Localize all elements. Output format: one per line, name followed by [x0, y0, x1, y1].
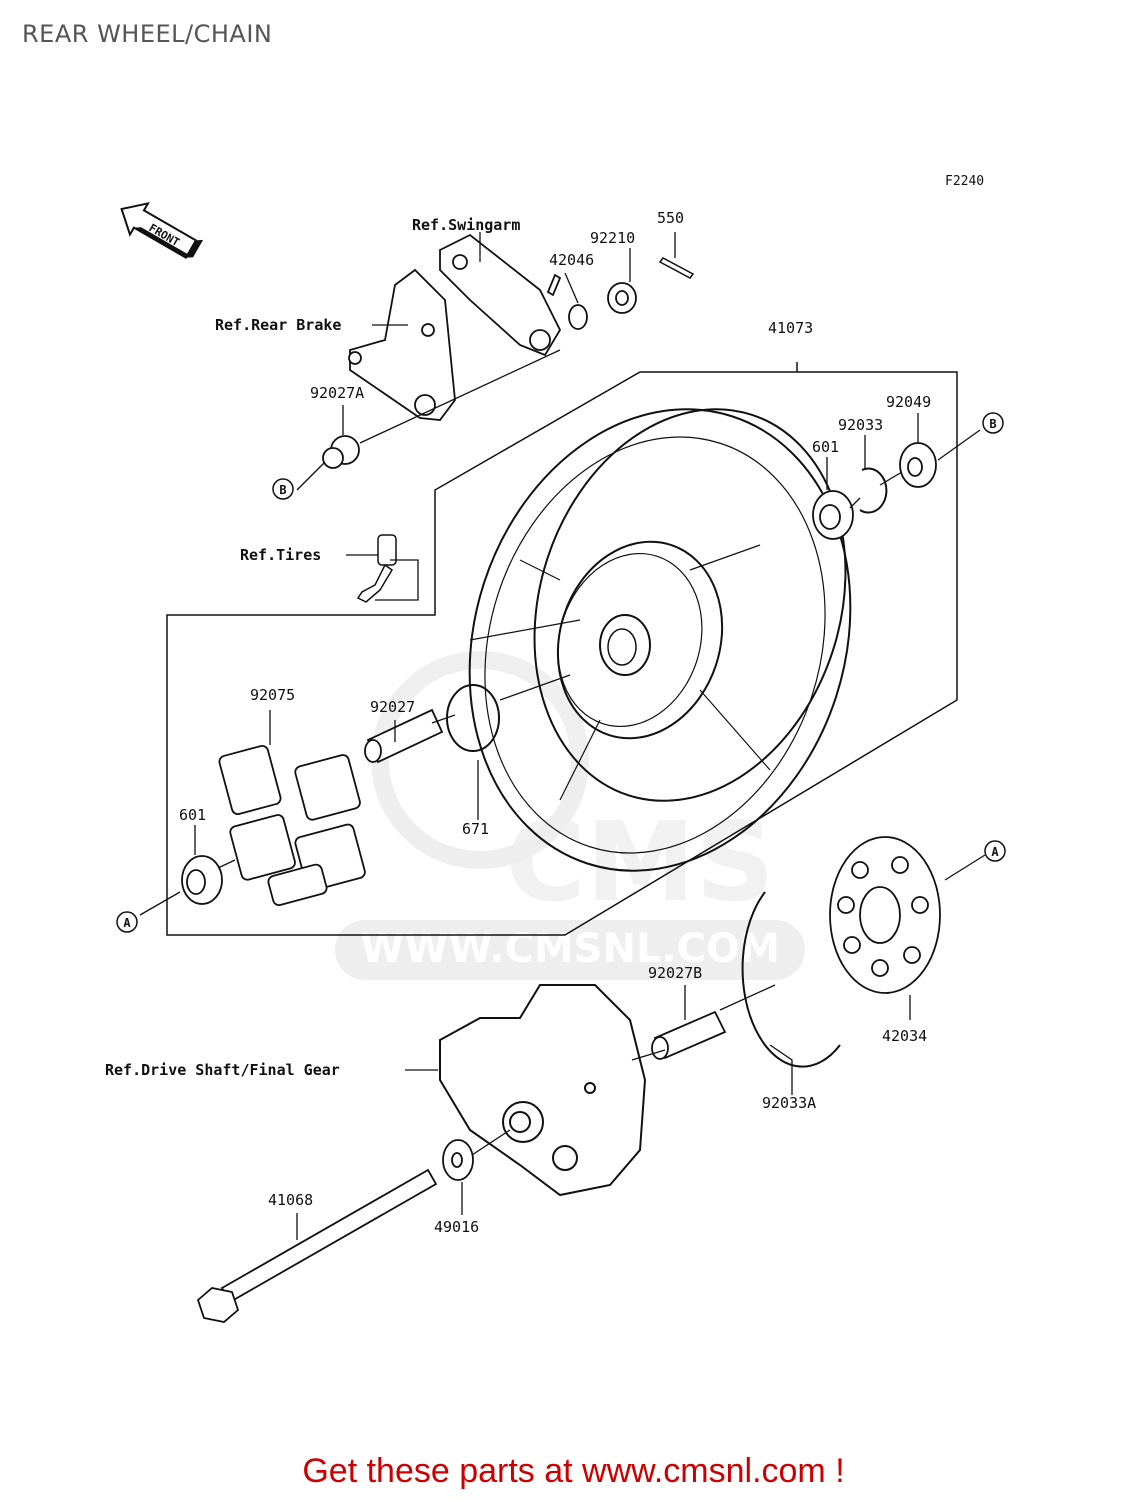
connector-a-left: A [116, 911, 138, 933]
part-92033A-label[interactable]: 92033A [762, 1094, 816, 1112]
assembly-frame [166, 362, 958, 936]
ref-swingarm-label: Ref.Swingarm [412, 216, 520, 234]
rear-wheel [468, 408, 852, 872]
part-41073-label[interactable]: 41073 [768, 319, 813, 337]
swingarm-bracket [439, 233, 562, 357]
part-92075-label[interactable]: 92075 [250, 686, 295, 704]
bearing-601-left [181, 855, 223, 905]
leader-lines [139, 232, 986, 1240]
collar-92027B [651, 1010, 727, 1060]
nut-92210 [607, 282, 637, 314]
part-49016-label[interactable]: 49016 [434, 1218, 479, 1236]
part-92210-label[interactable]: 92210 [590, 229, 635, 247]
watermark-url: WWW.CMSNL.COM [360, 926, 780, 972]
svg-text:A: A [991, 845, 999, 859]
part-92033-label[interactable]: 92033 [838, 416, 883, 434]
part-41068-label[interactable]: 41068 [268, 1191, 313, 1209]
washer-49016 [442, 1139, 474, 1181]
part-550-label[interactable]: 550 [657, 209, 684, 227]
coupling-42034 [829, 836, 941, 994]
ref-drive-shaft-label: Ref.Drive Shaft/Final Gear [105, 1061, 340, 1079]
svg-text:B: B [279, 483, 286, 497]
rear-brake-bracket [348, 268, 456, 421]
connector-a-right: A [984, 840, 1006, 862]
parts-diagram: WWW.CMSNL.COM CMS F2240 FRONT [105, 174, 1006, 1323]
svg-text:B: B [989, 417, 996, 431]
part-42046-label[interactable]: 42046 [549, 251, 594, 269]
damper-92075 [218, 745, 366, 907]
connector-b-right: B [982, 412, 1004, 434]
circlip-92033A [741, 891, 841, 1068]
connector-b-left: B [272, 478, 294, 500]
part-42034-label[interactable]: 42034 [882, 1027, 927, 1045]
part-601-right-label[interactable]: 601 [812, 438, 839, 456]
footer-link[interactable]: Get these parts at www.cmsnl.com ! [302, 1452, 845, 1490]
valve-stem [356, 534, 397, 603]
part-92027-label[interactable]: 92027 [370, 698, 415, 716]
bearing-601-right [812, 490, 854, 540]
collar-92027A [322, 435, 360, 469]
part-671-label[interactable]: 671 [462, 820, 489, 838]
part-92027B-label[interactable]: 92027B [648, 964, 702, 982]
seal-92049 [899, 442, 937, 488]
washer-42046 [568, 304, 588, 330]
ref-rear-brake-label: Ref.Rear Brake [215, 316, 341, 334]
cotter-pin-550 [658, 257, 695, 279]
axle-41068 [196, 1168, 438, 1323]
ref-tires-label: Ref.Tires [240, 546, 321, 564]
circlip-92033 [859, 467, 888, 514]
part-92049-label[interactable]: 92049 [886, 393, 931, 411]
part-92027A-label[interactable]: 92027A [310, 384, 364, 402]
figure-code: F2240 [945, 174, 984, 189]
page-title: REAR WHEEL/CHAIN [22, 20, 273, 48]
front-arrow-icon: FRONT [120, 201, 204, 260]
watermark-brand: CMS [505, 798, 774, 926]
collar-92027 [364, 708, 444, 764]
part-601-left-label[interactable]: 601 [179, 806, 206, 824]
svg-text:A: A [123, 916, 131, 930]
